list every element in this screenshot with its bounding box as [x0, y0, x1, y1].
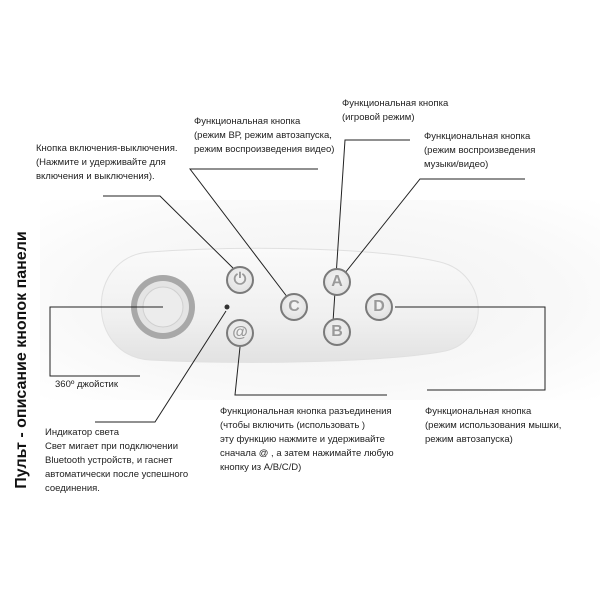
- led-indicator: [224, 304, 230, 310]
- music-line: [344, 178, 525, 274]
- at-button-label: Функциональная кнопка разъединения (чтоб…: [220, 406, 394, 473]
- led-line: [95, 310, 227, 423]
- a-button[interactable]: A: [323, 268, 351, 296]
- joystick-label: 360º джойстик: [55, 379, 119, 390]
- music-mode-label: Функциональная кнопка (режим воспроизвед…: [424, 131, 536, 170]
- c-button-label: Функциональная кнопка (режим ВР, режим а…: [194, 116, 335, 155]
- mouse-mode-label: Функциональная кнопка (режим использован…: [425, 406, 562, 445]
- led-label: Индикатор света Свет мигает при подключе…: [45, 427, 189, 494]
- c-button[interactable]: C: [280, 293, 308, 321]
- power-button[interactable]: ⏻: [226, 266, 254, 294]
- d-line: [395, 306, 546, 391]
- at-button[interactable]: @: [226, 319, 254, 347]
- c-line: [188, 168, 318, 299]
- d-button[interactable]: D: [365, 293, 393, 321]
- power-label: Кнопка включения-выключения. (Нажмите и …: [36, 143, 178, 182]
- joystick-line: [49, 306, 163, 377]
- game-line: [332, 139, 410, 323]
- game-mode-label: Функциональная кнопка (игровой режим): [342, 98, 449, 123]
- leader-lines: [49, 139, 546, 423]
- b-button[interactable]: B: [323, 318, 351, 346]
- at-line: [234, 346, 387, 396]
- power-line: [103, 195, 236, 271]
